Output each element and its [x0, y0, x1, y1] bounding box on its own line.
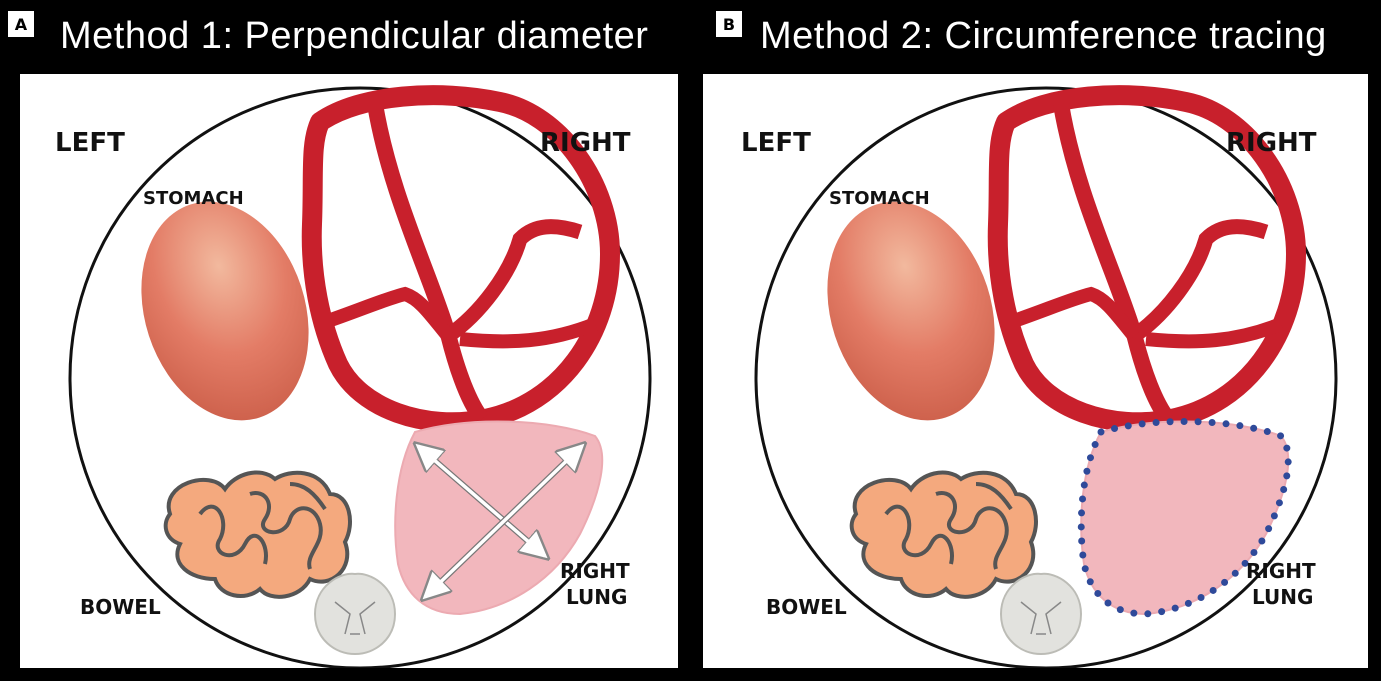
panel-a: A Method 1: Perpendicular diameter	[0, 0, 690, 681]
panel-title: Method 2: Circumference tracing	[760, 15, 1327, 58]
label-stomach: STOMACH	[829, 188, 930, 209]
label-right: RIGHT	[1226, 128, 1317, 158]
label-bowel: BOWEL	[766, 595, 847, 619]
label-right-lung-line1: RIGHT	[1246, 559, 1316, 583]
label-right-lung-line2: LUNG	[566, 585, 627, 609]
thorax-cross-section: LEFT RIGHT STOMACH BOWEL RIGHT LUNG	[20, 74, 678, 668]
panel-b: B Method 2: Circumference tracing	[690, 0, 1381, 681]
label-left: LEFT	[741, 128, 811, 158]
thorax-cross-section: LEFT RIGHT STOMACH BOWEL RIGHT LUNG	[703, 74, 1368, 668]
spine-illustration	[315, 574, 395, 654]
label-right-lung-line1: RIGHT	[560, 559, 630, 583]
diagram-frame: LEFT RIGHT STOMACH BOWEL RIGHT LUNG	[20, 74, 678, 668]
panel-badge: B	[716, 11, 742, 37]
label-stomach: STOMACH	[143, 188, 244, 209]
panel-title: Method 1: Perpendicular diameter	[60, 15, 648, 58]
spine-illustration	[1001, 574, 1081, 654]
label-left: LEFT	[55, 128, 125, 158]
label-right: RIGHT	[540, 128, 631, 158]
diagram-frame: LEFT RIGHT STOMACH BOWEL RIGHT LUNG	[703, 74, 1368, 668]
label-right-lung-line2: LUNG	[1252, 585, 1313, 609]
panel-badge: A	[8, 11, 34, 37]
label-bowel: BOWEL	[80, 595, 161, 619]
